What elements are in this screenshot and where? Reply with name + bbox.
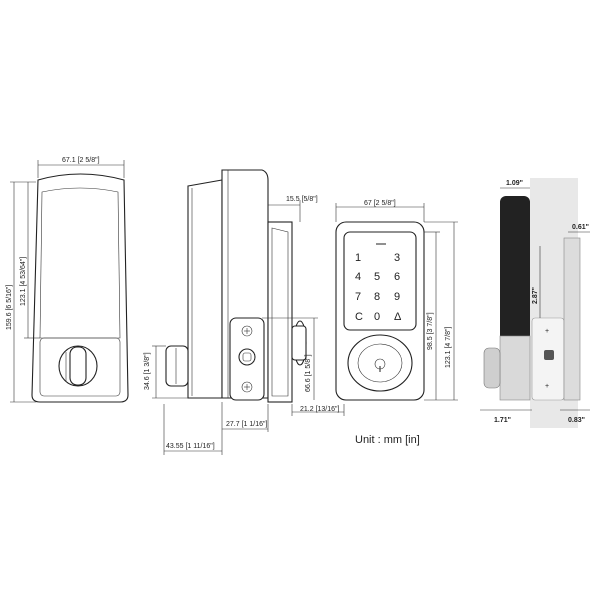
photo-plate-height-label: 2.87" <box>532 287 539 304</box>
front-view: 67.1 [2 5/8"] 159.6 [6 5/16"] 123.1 [4 5… <box>6 157 129 403</box>
keypad-rose <box>347 334 413 392</box>
key-4: 4 <box>355 271 361 283</box>
keypad-total-height-label: 123.1 [4 7/8"] <box>445 327 452 368</box>
side-exterior-bevel <box>271 227 289 397</box>
side-view: 15.5 [5/8"] 66.6 [1 5/8"] 34.6 [1 3/8"] … <box>144 169 345 455</box>
key-3: 3 <box>394 252 400 264</box>
latch-screw-bottom <box>241 381 253 393</box>
side-depth-top-label: 15.5 [5/8"] <box>286 196 318 203</box>
unit-label: Unit : mm [in] <box>355 434 420 446</box>
front-lower-panel <box>39 337 121 397</box>
side-exterior-body <box>267 221 293 403</box>
photo-interior-panel <box>500 196 530 341</box>
photo-top-width-label: 1.09" <box>506 180 523 187</box>
front-width-label: 67.1 [2 5/8"] <box>62 157 100 164</box>
thumb-turn <box>69 346 87 386</box>
latch-screw-top <box>241 325 253 337</box>
latch-bolt-face <box>238 348 256 366</box>
side-interior-housing <box>187 179 223 399</box>
key-0: 0 <box>374 311 380 323</box>
front-housing <box>31 173 129 403</box>
keypad-width-label: 67 [2 5/8"] <box>364 200 396 207</box>
side-total-label: 43.55 [1 11/16"] <box>166 443 215 450</box>
front-total-height-label: 159.6 [6 5/16"] <box>6 285 13 330</box>
photo-exterior-body <box>563 237 581 401</box>
photo-thumb-turn <box>483 347 501 389</box>
photo-screw-bottom-icon: + <box>545 383 549 390</box>
photo-screw-top-icon: + <box>545 328 549 335</box>
key-c: C <box>355 311 363 323</box>
photo-bottom-left-label: 1.71" <box>494 417 511 424</box>
photo-interior-base <box>499 335 531 401</box>
photo-latch-bolt <box>544 350 554 360</box>
key-1: 1 <box>355 252 361 264</box>
key-lock: Δ <box>394 311 402 323</box>
photo-view: + + 1.09" 0.61" 2.87" 1.71" 0.83" <box>480 178 590 428</box>
side-plate-height-label: 66.6 [1 5/8"] <box>305 354 312 392</box>
side-cylinder <box>291 325 307 361</box>
photo-bottom-right-label: 0.83" <box>568 417 585 424</box>
keypad-panel <box>343 231 417 331</box>
key-9: 9 <box>394 291 400 303</box>
side-latch-height-label: 34.6 [1 3/8"] <box>144 352 151 390</box>
key-8: 8 <box>374 291 380 303</box>
key-6: 6 <box>394 271 400 283</box>
key-5: 5 <box>374 271 380 283</box>
keypad-pad-height-label: 98.5 [3 7/8"] <box>427 312 434 350</box>
photo-right-depth-label: 0.61" <box>572 224 589 231</box>
keypad-view: 1 3 4 5 6 7 8 9 C 0 Δ 67 [2 5/8"] 98.5 [… <box>335 200 458 401</box>
side-offset-label: 21.2 [13/16"] <box>300 406 340 413</box>
front-face-panel <box>39 187 121 339</box>
side-thumb-turn <box>165 345 189 387</box>
latch-bolt-inner <box>242 352 252 362</box>
side-projection-label: 27.7 [1 1/16"] <box>226 421 267 428</box>
front-body-height-label: 123.1 [4 53/64"] <box>20 257 27 306</box>
keypad-cylinder-ring <box>357 343 403 383</box>
key-7: 7 <box>355 291 361 303</box>
